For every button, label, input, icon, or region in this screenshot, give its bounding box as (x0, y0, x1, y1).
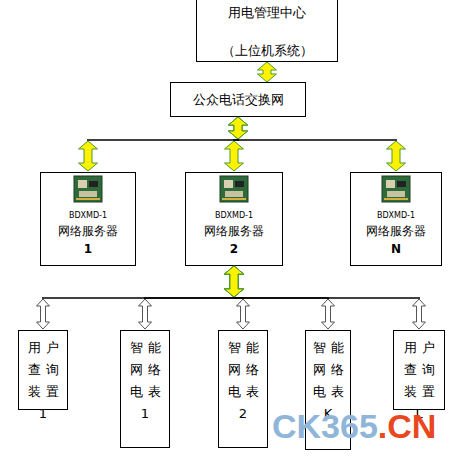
circuit-board-icon (74, 176, 102, 202)
bus-line (87, 139, 239, 141)
double-arrow (225, 266, 244, 297)
node-text: 智能 网络 电表 1 (126, 337, 169, 425)
center-box: 用电管理中心 （上位机系统） (196, 0, 338, 62)
connector (139, 266, 244, 329)
network-box: 公众电话交换网 (170, 82, 306, 117)
node-text: BDXMD-1 (351, 210, 441, 222)
bus-line (42, 297, 235, 299)
double-arrow (225, 266, 244, 297)
device-box: 智能 网络 电表 1 (120, 330, 170, 448)
double-arrow (225, 266, 244, 297)
node-text: 网络服务器 (351, 222, 441, 240)
bus-line (233, 297, 420, 299)
node-text: BDXMD-1 (186, 210, 282, 222)
hollow-arrow (237, 299, 250, 329)
node-text: 用户 查询 装置 1 (24, 337, 67, 425)
connector (225, 117, 248, 171)
double-arrow (258, 62, 277, 82)
watermark: CK365.CN (272, 406, 436, 446)
node-text: BDXMD-1 (41, 210, 135, 222)
double-arrow (229, 117, 248, 139)
double-arrow (225, 141, 244, 171)
double-arrow (229, 117, 248, 139)
node-text: 1 (41, 240, 135, 258)
double-arrow (229, 117, 248, 139)
hollow-arrow (322, 299, 335, 329)
double-arrow (225, 266, 244, 297)
node-text: N (351, 240, 441, 258)
bus-line (237, 139, 397, 141)
connector (37, 266, 244, 329)
connector (229, 117, 406, 171)
connector (225, 266, 426, 329)
bus-line (144, 297, 235, 299)
node-text: 公众电话交换网 (171, 83, 305, 116)
circuit-board-icon (220, 176, 248, 202)
node-text: 网络服务器 (41, 222, 135, 240)
hollow-arrow (37, 299, 50, 329)
double-arrow (79, 141, 98, 171)
node-text: （上位机系统） (197, 42, 337, 60)
connector (258, 62, 277, 82)
circuit-board-icon (382, 176, 410, 202)
double-arrow (225, 266, 244, 297)
hollow-arrow (139, 299, 152, 329)
double-arrow (387, 141, 406, 171)
device-box: 智能 网络 电表 2 (218, 330, 268, 448)
watermark-text: .CN (378, 406, 437, 446)
device-box: 用户 查询 装置 L (393, 330, 445, 410)
node-text: 2 (186, 240, 282, 258)
node-text: 智能 网络 电表 2 (224, 337, 267, 425)
device-box: 用户 查询 装置 1 (18, 330, 68, 410)
node-text: 网络服务器 (186, 222, 282, 240)
node-text: 用电管理中心 (197, 4, 337, 22)
watermark-text: CK365 (272, 406, 378, 446)
connector (79, 117, 248, 171)
hollow-arrow (413, 299, 426, 329)
